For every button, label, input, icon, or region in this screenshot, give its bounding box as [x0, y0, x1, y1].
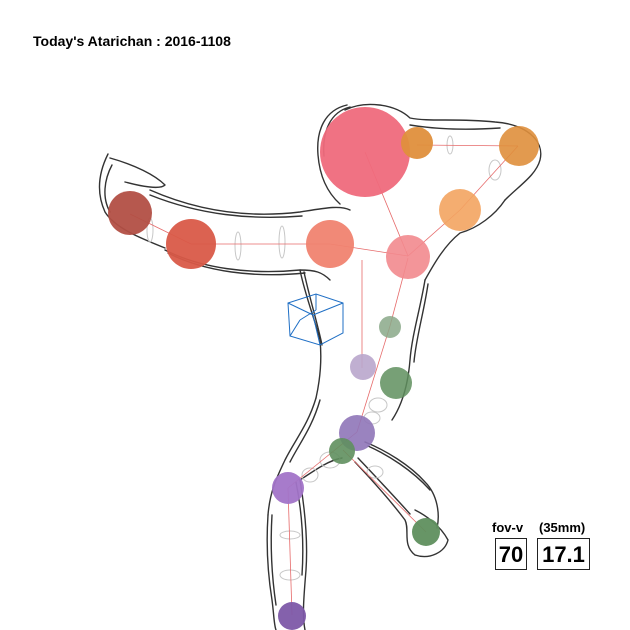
joint-knee-left	[272, 472, 304, 504]
fov-vertical-value[interactable]: 70	[495, 538, 527, 570]
joint-right-shoulder	[386, 235, 430, 279]
page-title: Today's Atarichan : 2016-1108	[33, 33, 231, 49]
transform-gizmo-icon[interactable]	[287, 293, 344, 346]
joint-chest	[306, 220, 354, 268]
joint-head-top	[401, 127, 433, 159]
joint-left-elbow	[166, 219, 216, 269]
joint-hip-right	[380, 367, 412, 399]
joint-right-elbow	[439, 189, 481, 231]
fov-lens-label: (35mm)	[539, 520, 586, 535]
joint-hip-left	[329, 438, 355, 464]
joint-foot-right	[412, 518, 440, 546]
joint-head	[320, 107, 410, 197]
joint-abdomen	[350, 354, 376, 380]
joint-left-hand	[108, 191, 152, 235]
joint-foot-left	[278, 602, 306, 630]
fov-lens-value[interactable]: 17.1	[537, 538, 590, 570]
joint-spine	[379, 316, 401, 338]
figure-sketch	[98, 103, 542, 630]
fov-vertical-label: fov-v	[492, 520, 524, 535]
joint-right-hand	[499, 126, 539, 166]
joint-handles[interactable]	[108, 107, 539, 630]
